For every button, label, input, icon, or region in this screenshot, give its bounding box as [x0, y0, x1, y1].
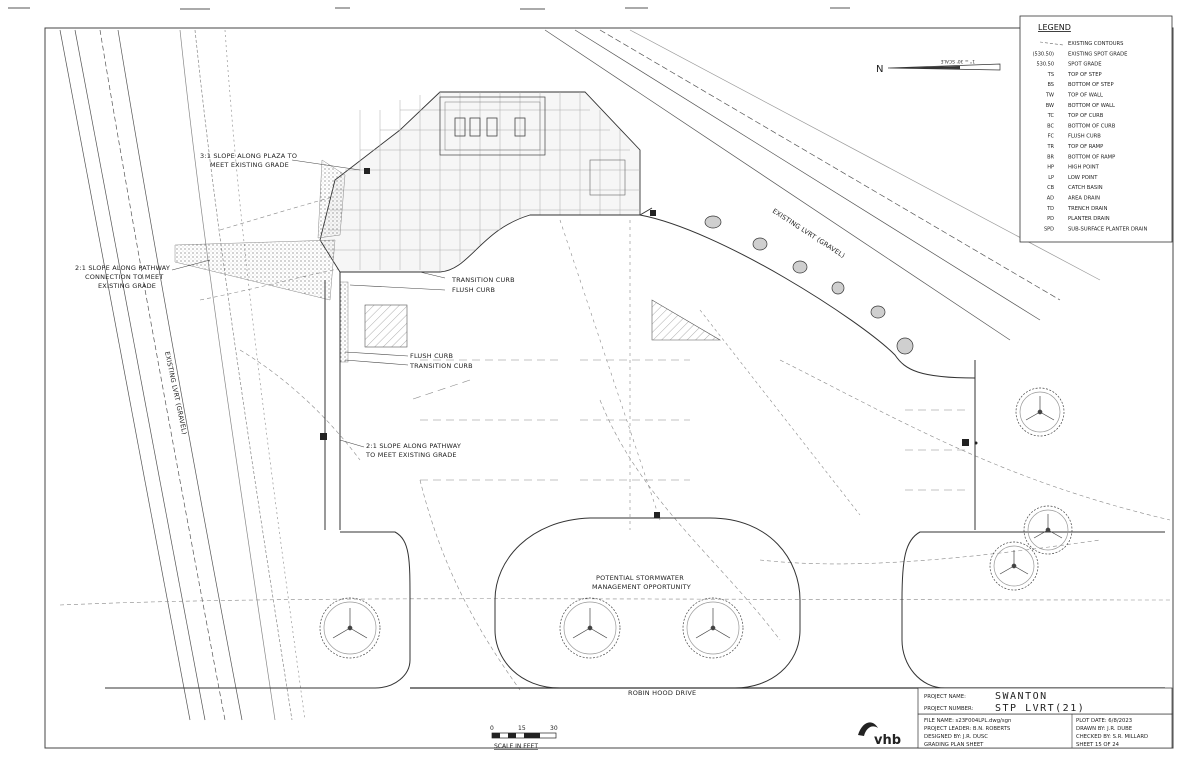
annotation-slope-pathway-top-1: 2:1 SLOPE ALONG PATHWAY	[75, 264, 170, 272]
annotation-slope-pathway-mid-2: TO MEET EXISTING GRADE	[365, 451, 457, 459]
legend-code: TC	[1047, 113, 1055, 119]
site-dashed-lines	[409, 219, 965, 530]
legend-desc: BOTTOM OF CURB	[1068, 123, 1116, 129]
sheet-number-text: SHEET 15 OF 24	[1076, 742, 1120, 748]
vhb-logo: vhb	[858, 722, 901, 748]
legend-code: BR	[1047, 154, 1054, 160]
scan-marks	[8, 7, 850, 10]
annotation-stormwater-1: POTENTIAL STORMWATER	[596, 574, 684, 582]
legend-code: SPD	[1044, 226, 1054, 232]
annotation-flush-curb-1: FLUSH CURB	[452, 286, 495, 294]
legend-desc: TOP OF RAMP	[1067, 144, 1103, 150]
legend-desc: SPOT GRADE	[1068, 62, 1102, 68]
annotation-robin-hood-drive: ROBIN HOOD DRIVE	[628, 689, 696, 697]
annotation-existing-lvrt-right: EXISTING LVRT (GRAVEL)	[771, 207, 847, 260]
scale-bar: 0 15 30 SCALE IN FEET	[490, 725, 558, 750]
legend-code: BC	[1047, 123, 1054, 129]
legend-desc: TOP OF WALL	[1067, 93, 1103, 99]
north-arrow-scale-text: 1" = 30' SCALE	[940, 58, 975, 64]
designed-by-text: DESIGNED BY: J.R. DUSC	[924, 734, 988, 740]
legend-code: AD	[1047, 196, 1054, 202]
legend-rows: EXISTING CONTOURS (530.50) EXISTING SPOT G…	[1033, 41, 1148, 232]
legend-desc: BOTTOM OF RAMP	[1068, 154, 1115, 160]
annotation-slope-plaza-1: 3:1 SLOPE ALONG PLAZA TO	[200, 152, 297, 160]
legend-code: PD	[1047, 216, 1054, 222]
legend-desc: CATCH BASIN	[1068, 185, 1103, 191]
legend: LEGEND EXISTING CONTOURS(530.50)EXISTING…	[1019, 15, 1173, 243]
plaza	[319, 91, 641, 273]
existing-contours	[59, 159, 1171, 691]
project-name-label: PROJECT NAME:	[924, 694, 966, 700]
project-number-label: PROJECT NUMBER:	[924, 706, 973, 712]
annotation-slope-pathway-top-2: CONNECTION TO MEET	[85, 273, 164, 281]
annotation-flush-curb-2: FLUSH CURB	[410, 352, 453, 360]
legend-code: 530.50	[1037, 62, 1055, 68]
legend-desc: BOTTOM OF STEP	[1068, 82, 1114, 88]
legend-desc: TOP OF CURB	[1067, 113, 1104, 119]
legend-contour-symbol	[1039, 41, 1064, 46]
legend-desc: AREA DRAIN	[1068, 196, 1100, 202]
site-curbs	[105, 207, 1165, 689]
legend-desc: LOW POINT	[1068, 175, 1098, 181]
annotation-transition-curb-1: TRANSITION CURB	[451, 276, 515, 284]
legend-code: FC	[1048, 134, 1055, 140]
north-arrow-label: N	[876, 64, 883, 75]
legend-code: TW	[1045, 93, 1054, 99]
annotation-slope-pathway-top-3: EXISTING GRADE	[98, 282, 156, 290]
left-lvrt-corridor	[59, 29, 306, 721]
annotation-slope-plaza-2: MEET EXISTING GRADE	[210, 161, 289, 169]
legend-desc: EXISTING SPOT GRADE	[1068, 51, 1127, 57]
vhb-logo-text: vhb	[874, 733, 901, 748]
annotation-slope-pathway-mid-1: 2:1 SLOPE ALONG PATHWAY	[366, 442, 461, 450]
leader-lines	[171, 159, 446, 448]
project-name-value: SWANTON	[995, 691, 1048, 702]
scale-tick-30: 30	[550, 725, 558, 732]
legend-desc: FLUSH CURB	[1068, 134, 1101, 140]
slope-hatch-areas	[174, 159, 722, 363]
drains	[320, 168, 978, 518]
scale-tick-15: 15	[518, 725, 526, 732]
file-name-text: FILE NAME: s23F004LPL.dwg/sgn	[924, 718, 1011, 724]
north-arrow: N 1" = 30' SCALE	[876, 58, 1001, 75]
checked-by-text: CHECKED BY: S.R. MILLARD	[1076, 734, 1148, 740]
legend-desc: TRENCH DRAIN	[1067, 206, 1108, 212]
legend-desc: HIGH POINT	[1068, 165, 1100, 171]
project-number-value: STP LVRT(21)	[995, 703, 1085, 714]
legend-code: TS	[1047, 72, 1054, 78]
scale-tick-0: 0	[490, 725, 494, 732]
legend-desc: SUB-SURFACE PLANTER DRAIN	[1068, 226, 1147, 232]
trees	[319, 387, 1073, 659]
boulders	[704, 215, 914, 355]
legend-desc: PLANTER DRAIN	[1068, 216, 1110, 222]
annotation-stormwater-2: MANAGEMENT OPPORTUNITY	[592, 583, 691, 591]
legend-desc: EXISTING CONTOURS	[1068, 41, 1123, 47]
legend-desc: BOTTOM OF WALL	[1068, 103, 1115, 109]
title-block: PROJECT NAME: SWANTON PROJECT NUMBER: ST…	[858, 687, 1173, 749]
legend-code: BS	[1047, 82, 1054, 88]
sheet-border	[44, 27, 1174, 749]
legend-title: LEGEND	[1038, 23, 1071, 32]
project-leader-text: PROJECT LEADER: B.N. ROBERTS	[924, 726, 1011, 732]
legend-code: BW	[1046, 103, 1054, 109]
legend-code: TD	[1046, 206, 1054, 212]
legend-code: TR	[1046, 144, 1054, 150]
sheet-title-text: GRADING PLAN SHEET	[924, 742, 984, 748]
legend-desc: TOP OF STEP	[1067, 72, 1102, 78]
drawn-by-text: DRAWN BY: J.R. DUBE	[1076, 726, 1133, 732]
plot-date-text: PLOT DATE: 6/8/2023	[1076, 718, 1132, 724]
legend-code: HP	[1047, 165, 1054, 171]
legend-code: (530.50)	[1033, 51, 1054, 57]
legend-code: LP	[1048, 175, 1054, 181]
scale-caption: SCALE IN FEET	[494, 743, 538, 750]
legend-code: CB	[1047, 185, 1054, 191]
annotation-transition-curb-2: TRANSITION CURB	[409, 362, 473, 370]
